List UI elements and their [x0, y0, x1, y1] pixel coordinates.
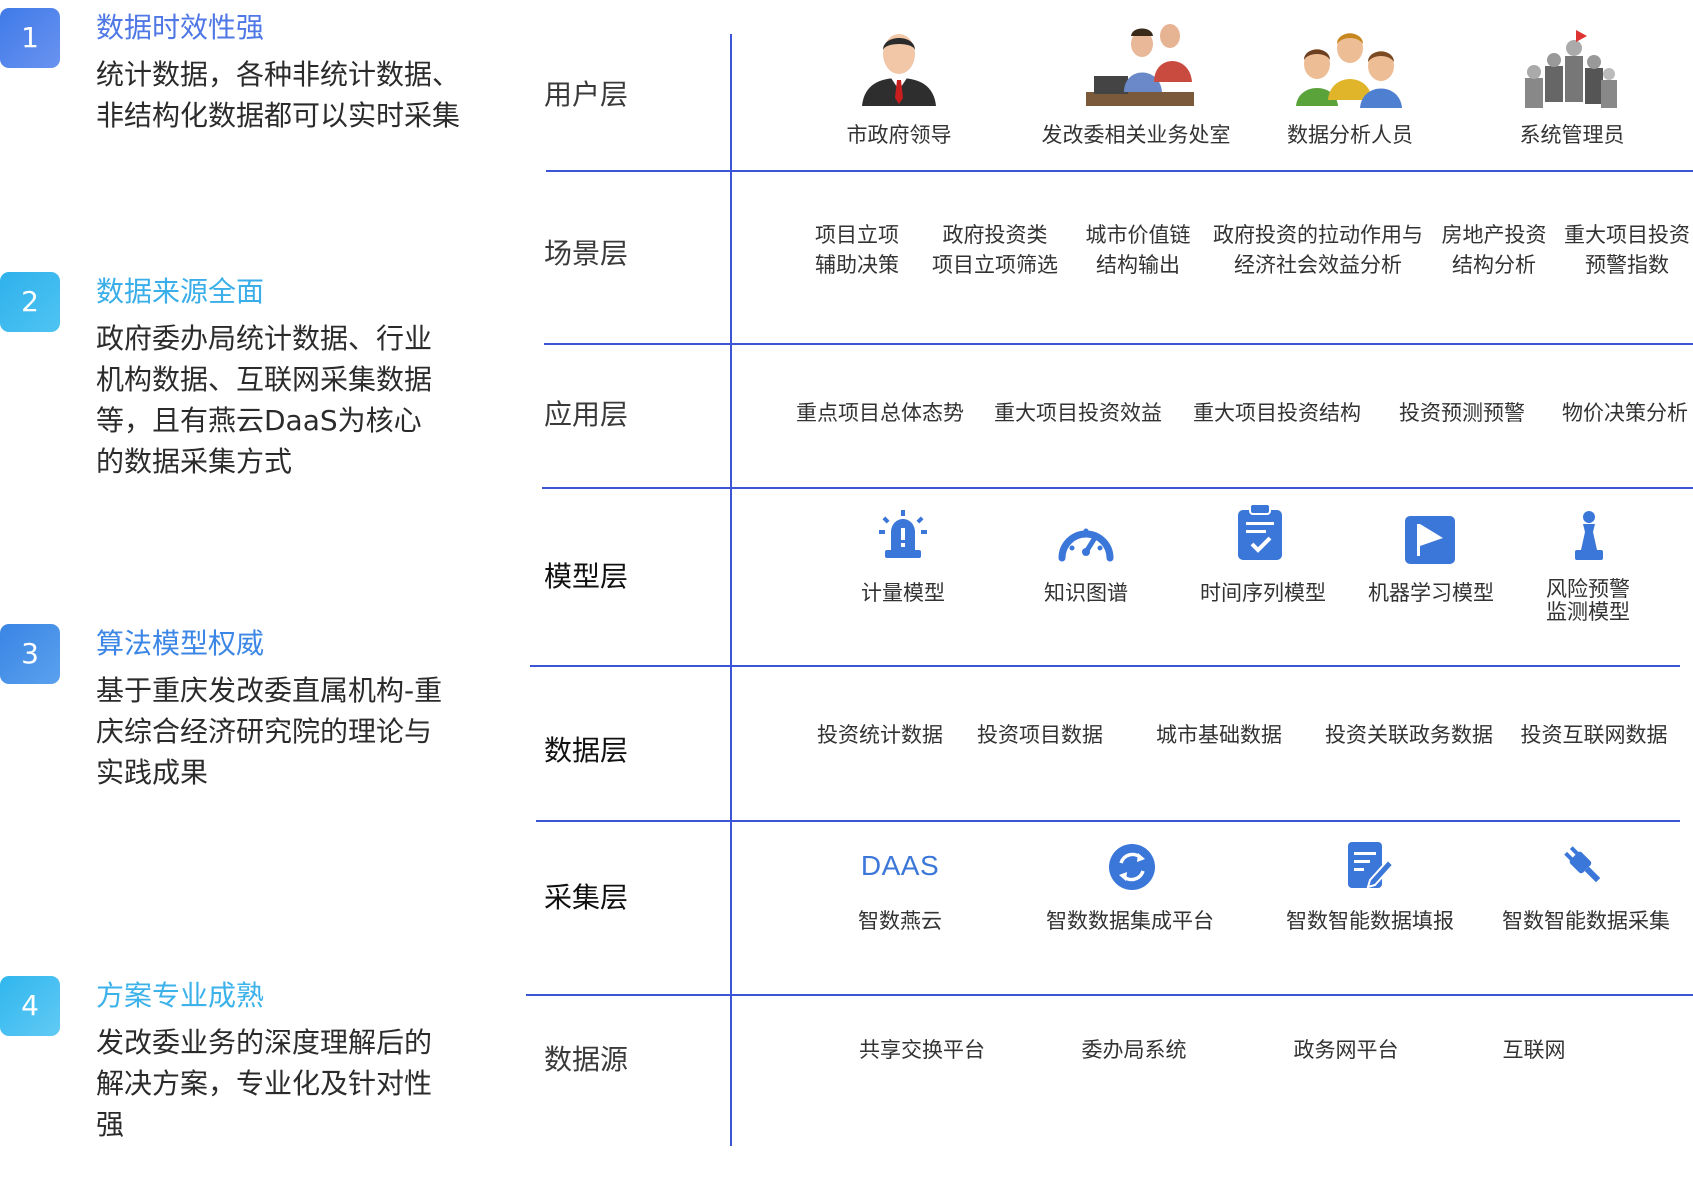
- user-item: 系统管理员: [1519, 123, 1625, 147]
- layer-divider: [536, 820, 1680, 822]
- feature-title: 数据时效性强: [96, 11, 265, 44]
- layer-label-application: 应用层: [544, 398, 629, 431]
- model-item: 机器学习模型: [1368, 581, 1494, 605]
- application-item: 重大项目投资效益: [994, 401, 1162, 425]
- flag-icon: [1405, 516, 1455, 564]
- user-item: 市政府领导: [846, 123, 952, 147]
- layer-divider: [546, 170, 1693, 172]
- model-item: 知识图谱: [1044, 581, 1128, 605]
- data-item: 投资关联政务数据: [1325, 723, 1493, 747]
- form-edit-icon: [1348, 842, 1394, 889]
- system-admin-group-icon: [1525, 30, 1617, 108]
- layer-label-model: 模型层: [544, 560, 629, 593]
- user-item: 发改委相关业务处室: [1041, 123, 1231, 147]
- feature-number-badge: 4: [0, 976, 60, 1036]
- feature-2: 2 数据来源全面 政府委办局统计数据、行业机构数据、互联网采集数据等，且有燕云D…: [0, 272, 480, 502]
- daas-logo: DAAS: [860, 850, 940, 881]
- data-item: 投资统计数据: [817, 723, 943, 747]
- collection-item: 智数数据集成平台: [1046, 909, 1214, 933]
- layer-label-collection: 采集层: [544, 881, 629, 914]
- application-item: 物价决策分析: [1562, 401, 1688, 425]
- data-item: 投资项目数据: [977, 723, 1103, 747]
- source-item: 政务网平台: [1293, 1038, 1399, 1062]
- collection-item: 智数智能数据填报: [1286, 909, 1454, 933]
- office-team-icon: [1086, 24, 1194, 106]
- layer-divider: [544, 343, 1693, 345]
- data-item: 投资互联网数据: [1520, 723, 1668, 747]
- feature-number-badge: 1: [0, 8, 60, 68]
- feature-4: 4 方案专业成熟 发改委业务的深度理解后的解决方案，专业化及针对性强: [0, 976, 480, 1156]
- source-item: 共享交换平台: [859, 1038, 985, 1062]
- application-item: 重点项目总体态势: [796, 401, 964, 425]
- application-item: 投资预测预警: [1399, 401, 1525, 425]
- feature-title: 方案专业成熟: [96, 979, 265, 1012]
- alarm-light-icon: [879, 510, 927, 558]
- collection-item: 智数智能数据采集: [1502, 909, 1670, 933]
- source-item: 委办局系统: [1081, 1038, 1187, 1062]
- feature-1: 1 数据时效性强 统计数据，各种非统计数据、非结构化数据都可以实时采集: [0, 8, 480, 158]
- layer-label-user: 用户层: [544, 78, 629, 111]
- scene-item: 城市价值链结构输出: [1085, 223, 1191, 277]
- feature-number-badge: 3: [0, 624, 60, 684]
- application-item: 重大项目投资结构: [1193, 401, 1361, 425]
- scene-item: 房地产投资结构分析: [1441, 223, 1547, 277]
- model-item: 时间序列模型: [1200, 581, 1326, 605]
- scene-item: 重大项目投资预警指数: [1564, 223, 1690, 277]
- model-item: 风险预警监测模型: [1546, 577, 1630, 624]
- data-item: 城市基础数据: [1156, 723, 1282, 747]
- layer-divider: [530, 665, 1680, 667]
- sync-integration-icon: [1109, 844, 1155, 890]
- plug-connector-icon: [1564, 846, 1601, 883]
- collection-item: 智数燕云: [858, 909, 942, 933]
- speedometer-icon: [1058, 528, 1114, 562]
- layer-label-data: 数据层: [544, 734, 629, 767]
- government-leader-icon: [862, 34, 936, 106]
- feature-desc: 统计数据，各种非统计数据、非结构化数据都可以实时采集: [96, 58, 461, 132]
- layer-label-source: 数据源: [544, 1043, 629, 1076]
- chess-pawn-icon: [1575, 511, 1603, 560]
- layer-label-scene: 场景层: [544, 237, 629, 270]
- clipboard-check-icon: [1238, 504, 1282, 560]
- feature-desc: 发改委业务的深度理解后的解决方案，专业化及针对性强: [96, 1026, 433, 1141]
- feature-title: 算法模型权威: [96, 627, 265, 660]
- user-item: 数据分析人员: [1287, 123, 1413, 147]
- scene-item: 政府投资类项目立项筛选: [932, 223, 1058, 277]
- feature-desc: 政府委办局统计数据、行业机构数据、互联网采集数据等，且有燕云DaaS为核心的数据…: [96, 322, 433, 478]
- layer-divider: [542, 487, 1693, 489]
- layer-divider: [526, 994, 1693, 996]
- scene-item: 项目立项辅助决策: [815, 223, 899, 277]
- feature-3: 3 算法模型权威 基于重庆发改委直属机构-重庆综合经济研究院的理论与实践成果: [0, 624, 480, 804]
- feature-title: 数据来源全面: [96, 275, 265, 308]
- model-item: 计量模型: [861, 581, 945, 605]
- scene-item: 政府投资的拉动作用与经济社会效益分析: [1213, 223, 1423, 277]
- analysts-group-icon: [1296, 33, 1402, 108]
- source-item: 互联网: [1502, 1038, 1566, 1062]
- layer-divider-vertical: [730, 34, 732, 1146]
- feature-desc: 基于重庆发改委直属机构-重庆综合经济研究院的理论与实践成果: [96, 674, 443, 789]
- feature-number-badge: 2: [0, 272, 60, 332]
